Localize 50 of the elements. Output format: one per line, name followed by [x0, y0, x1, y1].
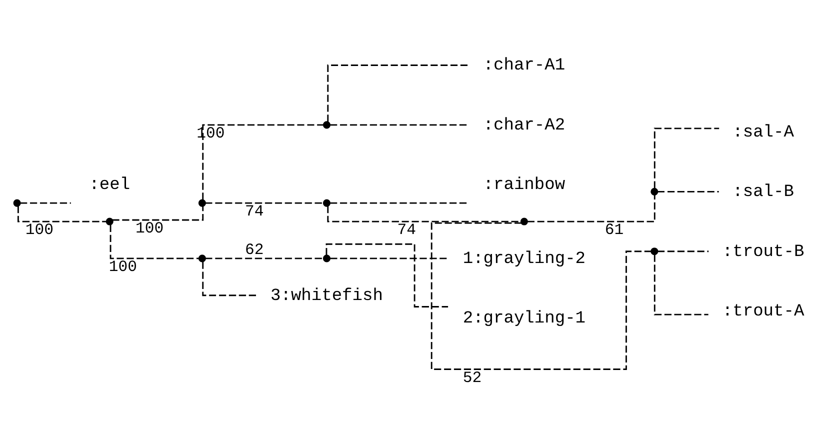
node-text: :sal-B	[732, 183, 794, 202]
node-point	[198, 199, 206, 207]
edge-label: 62	[244, 240, 264, 259]
node-text: :eel	[89, 176, 130, 195]
edge-label: 74	[244, 202, 264, 221]
connector	[17, 206, 106, 222]
connector	[205, 202, 324, 204]
connector	[658, 190, 719, 192]
node-text: :trout-B	[722, 242, 804, 262]
connector	[327, 206, 521, 222]
node-text: :sal-A	[732, 123, 794, 142]
connector	[202, 262, 256, 296]
connector	[326, 243, 448, 308]
connector	[654, 254, 708, 316]
node-point	[13, 199, 21, 207]
node-text: 3:whitefish	[270, 286, 383, 306]
node-text: :trout-A	[722, 302, 804, 322]
edge-label: 61	[604, 221, 624, 240]
node-point	[650, 248, 658, 256]
connector	[430, 222, 651, 370]
node-point	[520, 218, 528, 226]
connector	[205, 258, 324, 260]
node-point	[322, 199, 330, 207]
connector	[330, 202, 470, 204]
connector	[527, 194, 656, 222]
edge-label: 100	[25, 221, 54, 240]
connector	[330, 258, 448, 260]
connector	[110, 224, 199, 260]
node-point	[650, 188, 658, 196]
node-text: :char-A1	[483, 56, 566, 76]
connector	[327, 64, 469, 122]
node-text: 1:grayling-2	[462, 250, 586, 269]
node-point	[322, 254, 330, 262]
edge-label: 100	[196, 124, 225, 142]
edge-label: 100	[108, 258, 137, 276]
node-text: :rainbow	[483, 176, 566, 195]
edge-label: 52	[462, 368, 482, 387]
node-point	[322, 121, 330, 129]
connector	[20, 202, 71, 204]
node-point	[198, 254, 206, 262]
edge-label: 100	[135, 219, 164, 238]
connector	[112, 206, 204, 221]
node-point	[106, 218, 114, 226]
connector	[658, 250, 709, 252]
connector	[202, 124, 324, 200]
node-text: :char-A2	[483, 116, 566, 136]
node-text: 2:grayling-1	[462, 310, 586, 329]
connector	[654, 128, 720, 188]
edge-label: 74	[397, 221, 416, 240]
connector	[330, 124, 470, 126]
